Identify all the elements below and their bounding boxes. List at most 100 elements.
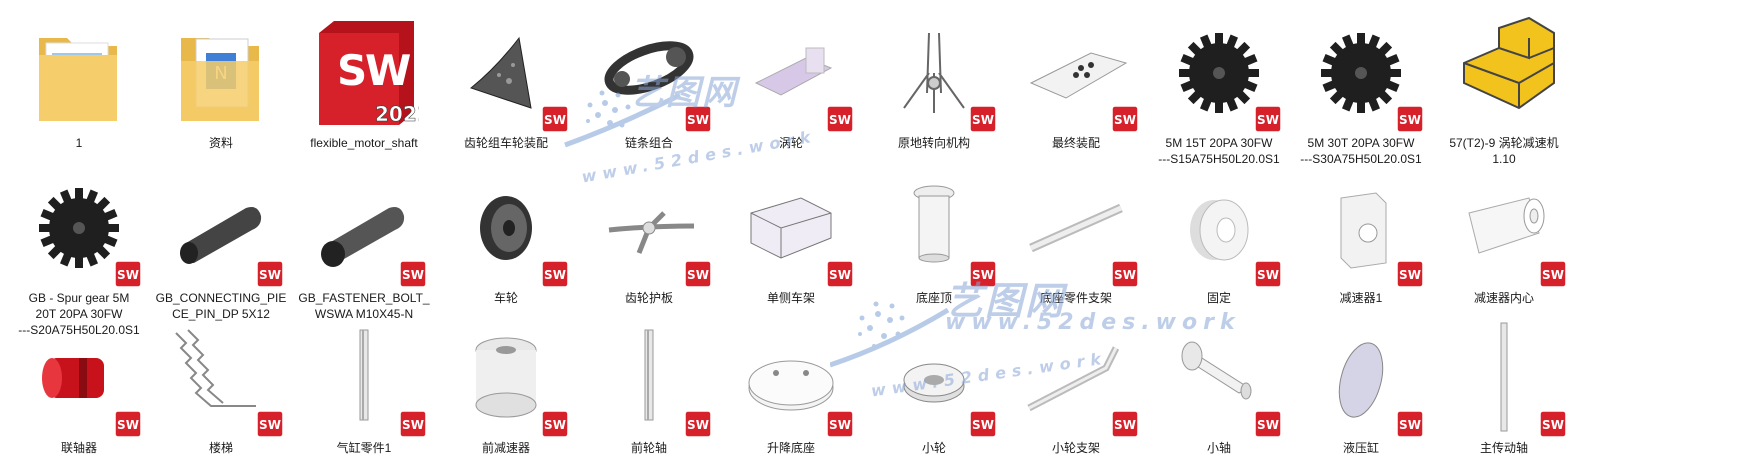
file-item[interactable]: SW GB_FASTENER_BOLT_ WSWA M10X45-N xyxy=(285,160,443,321)
file-item[interactable]: SW 减速器1 xyxy=(1282,160,1440,310)
solidworks-badge-icon: SW xyxy=(1396,260,1424,288)
solidworks-badge-icon: SW xyxy=(969,410,997,438)
svg-text:SW: SW xyxy=(1399,113,1421,127)
solidworks-badge-icon: SW xyxy=(256,260,284,288)
file-name-label: 齿轮护板 xyxy=(624,291,673,305)
file-item[interactable]: SW 主传动轴 xyxy=(1425,310,1583,460)
file-item[interactable]: SW 5M 15T 20PA 30FW ---S15A75H50L20.0S1 xyxy=(1140,5,1298,166)
solidworks-2021-icon: SW2021 xyxy=(309,13,419,133)
svg-text:SW: SW xyxy=(1257,113,1279,127)
svg-text:SW: SW xyxy=(972,418,994,432)
solidworks-badge-icon: SW xyxy=(1254,260,1282,288)
file-name-label: 减速器内心 xyxy=(1473,291,1534,305)
file-name-label: 小轮支架 xyxy=(1051,441,1100,455)
rod-thumbnail-icon xyxy=(594,318,704,438)
tripod-thumbnail-icon xyxy=(879,13,989,133)
rod-thumbnail-icon xyxy=(309,318,419,438)
file-item[interactable]: SW 单侧车架 xyxy=(712,160,870,310)
svg-text:SW: SW xyxy=(259,268,281,282)
file-item[interactable]: SW2021 flexible_motor_shaft xyxy=(285,5,443,155)
file-item[interactable]: 1 xyxy=(0,5,158,155)
svg-text:SW: SW xyxy=(1257,418,1279,432)
svg-text:SW: SW xyxy=(117,418,139,432)
chain-thumbnail-icon xyxy=(594,13,704,133)
bent-bar-thumbnail-icon xyxy=(1021,318,1131,438)
svg-text:SW: SW xyxy=(1542,268,1564,282)
svg-text:SW: SW xyxy=(544,268,566,282)
file-item[interactable]: SW 联轴器 xyxy=(0,310,158,460)
solidworks-badge-icon: SW xyxy=(541,105,569,133)
svg-text:SW: SW xyxy=(1114,418,1136,432)
svg-text:SW: SW xyxy=(972,113,994,127)
file-item[interactable]: SW 液压缸 xyxy=(1282,310,1440,460)
file-item[interactable]: SW 小轴 xyxy=(1140,310,1298,460)
solidworks-badge-icon: SW xyxy=(1111,105,1139,133)
svg-text:SW: SW xyxy=(1399,268,1421,282)
file-item[interactable]: SW 最终装配 xyxy=(997,5,1155,155)
ellipse-disc-thumbnail-icon xyxy=(1306,318,1416,438)
solidworks-badge-icon: SW xyxy=(256,410,284,438)
svg-text:SW: SW xyxy=(1542,418,1564,432)
file-item[interactable]: SW 5M 30T 20PA 30FW ---S30A75H50L20.0S1 xyxy=(1282,5,1440,166)
svg-text:2021: 2021 xyxy=(375,102,419,126)
file-name-label: 液压缸 xyxy=(1342,441,1379,455)
shaft-thumbnail-icon xyxy=(1164,318,1274,438)
file-name-label: 单侧车架 xyxy=(766,291,815,305)
file-item[interactable]: SW 减速器内心 xyxy=(1425,160,1583,310)
file-name-label: 5M 30T 20PA 30FW ---S30A75H50L20.0S1 xyxy=(1300,136,1422,166)
file-name-label: 联轴器 xyxy=(60,441,97,455)
svg-text:SW: SW xyxy=(687,113,709,127)
file-name-label: 小轴 xyxy=(1206,441,1231,455)
file-name-label: 车轮 xyxy=(493,291,518,305)
file-name-label: flexible_motor_shaft xyxy=(310,136,418,150)
solidworks-badge-icon: SW xyxy=(114,410,142,438)
solidworks-badge-icon: SW xyxy=(684,410,712,438)
solidworks-badge-icon: SW xyxy=(541,410,569,438)
file-name-label: 主传动轴 xyxy=(1479,441,1528,455)
solidworks-badge-icon: SW xyxy=(969,105,997,133)
file-name-label: 最终装配 xyxy=(1051,136,1100,150)
folder-document-icon: N xyxy=(166,13,276,133)
stairs-thumbnail-icon xyxy=(166,318,276,438)
file-name-label: 5M 15T 20PA 30FW ---S15A75H50L20.0S1 xyxy=(1158,136,1280,166)
pin-thumbnail-icon xyxy=(166,168,276,288)
file-name-label: GB_FASTENER_BOLT_ WSWA M10X45-N xyxy=(298,291,430,321)
solidworks-badge-icon: SW xyxy=(114,260,142,288)
svg-text:SW: SW xyxy=(972,268,994,282)
svg-text:SW: SW xyxy=(544,113,566,127)
solidworks-badge-icon: SW xyxy=(541,260,569,288)
file-item[interactable]: SW 小轮支架 xyxy=(997,310,1155,460)
file-name-label: 减速器1 xyxy=(1339,291,1383,305)
gear-thumbnail-icon xyxy=(1306,13,1416,133)
file-item[interactable]: N资料 xyxy=(142,5,300,155)
solidworks-badge-icon: SW xyxy=(1396,410,1424,438)
solidworks-badge-icon: SW xyxy=(1539,410,1567,438)
file-item[interactable]: SW 车轮 xyxy=(427,160,585,310)
wheel-thumbnail-icon xyxy=(451,168,561,288)
svg-text:SW: SW xyxy=(829,268,851,282)
svg-text:SW: SW xyxy=(687,418,709,432)
folder-icon xyxy=(24,13,134,133)
box-hole-thumbnail-icon xyxy=(1306,168,1416,288)
file-item[interactable]: 57(T2)-9 涡轮减速机 1.10 xyxy=(1425,5,1583,166)
guard-plate-thumbnail-icon xyxy=(594,168,704,288)
solidworks-badge-icon: SW xyxy=(1396,105,1424,133)
svg-text:SW: SW xyxy=(402,268,424,282)
